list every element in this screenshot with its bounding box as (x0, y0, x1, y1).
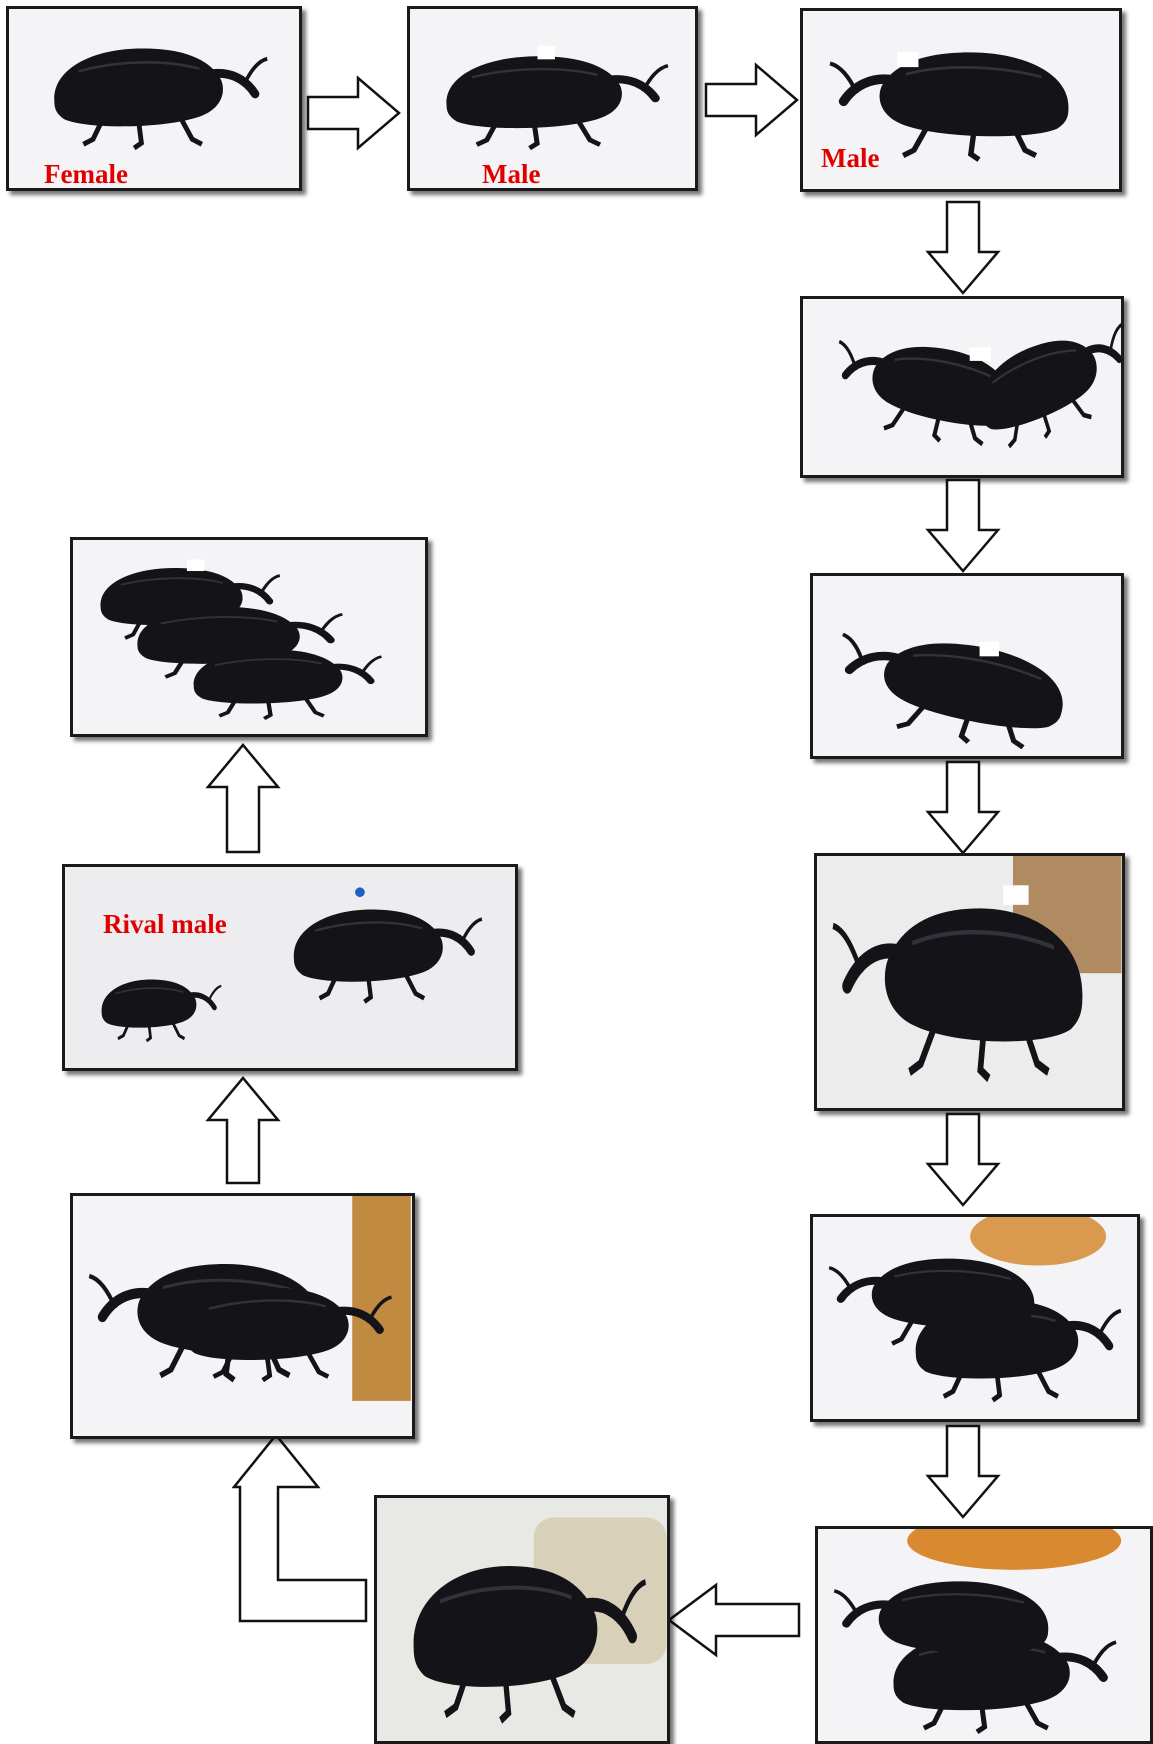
panel-male-2: Male (800, 8, 1122, 192)
weevil-photo (813, 576, 1121, 756)
panel-mating-closeup (814, 853, 1125, 1111)
label-female: Female (44, 159, 128, 190)
weevil-photo (410, 9, 695, 188)
panel-mating-bark (70, 1193, 415, 1439)
weevil-photo (65, 867, 515, 1068)
panel-mount (810, 573, 1124, 759)
arrow-down-4 (925, 1112, 1001, 1208)
weevil-photo (813, 1217, 1137, 1419)
arrow-up-1 (205, 1075, 281, 1185)
weevil-photo (803, 299, 1121, 475)
weevil-photo (377, 1498, 667, 1741)
weevil-photo (817, 856, 1122, 1108)
panel-three-weevils (70, 537, 428, 737)
arrow-down-2 (925, 478, 1001, 574)
arrow-left-1 (666, 1582, 802, 1658)
panel-mating-3 (815, 1526, 1153, 1744)
panel-female: Female (6, 6, 302, 191)
panel-mating-2 (810, 1214, 1140, 1422)
arrow-down-5 (925, 1424, 1001, 1520)
weevil-photo (818, 1529, 1150, 1741)
panel-rival-male: Rival male (62, 864, 518, 1071)
label-rival-male: Rival male (103, 909, 227, 940)
arrow-down-3 (925, 760, 1001, 856)
label-male-2: Male (821, 143, 879, 174)
panel-male-1: Male (407, 6, 698, 191)
label-male-1: Male (482, 159, 540, 190)
panel-approach (800, 296, 1124, 478)
arrow-down-1 (925, 200, 1001, 296)
arrow-up-2 (205, 742, 281, 854)
arrow-turn-up (232, 1432, 372, 1624)
weevil-photo (73, 1196, 412, 1436)
weevil-photo (73, 540, 425, 734)
arrow-right-2 (704, 62, 800, 138)
panel-mating-container (374, 1495, 670, 1744)
arrow-right-1 (306, 75, 402, 151)
